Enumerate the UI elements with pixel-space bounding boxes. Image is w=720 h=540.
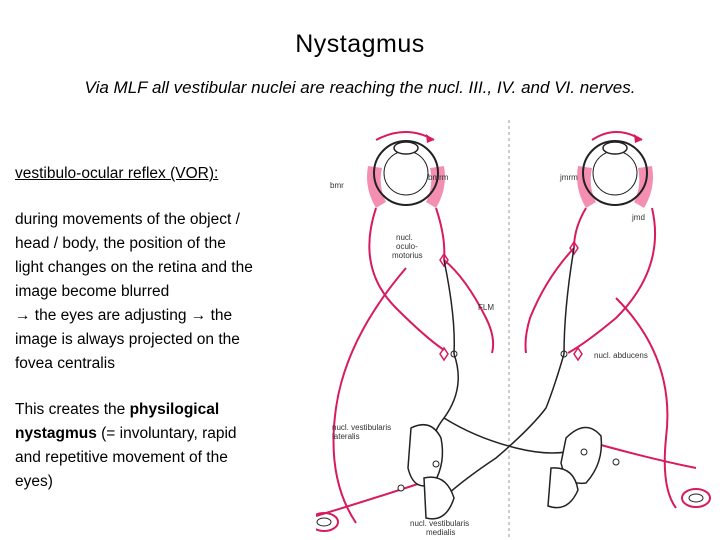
arrow-icon: → <box>190 307 207 324</box>
pathway <box>573 207 587 249</box>
pathway <box>447 353 565 495</box>
neuron-icon <box>432 460 440 468</box>
page-title: Nystagmus <box>295 30 425 58</box>
para1-text: the <box>206 307 233 324</box>
eyeball <box>582 140 648 206</box>
label-nucl-oculomotorius: nucl. <box>396 233 413 242</box>
arrow-head <box>634 134 642 143</box>
flm-pathways <box>431 247 582 495</box>
arrow-head <box>426 134 434 143</box>
pathway <box>368 207 445 351</box>
label-nucl-oculomotorius: motorius <box>392 251 423 260</box>
pathway <box>435 207 446 261</box>
eyeball-inner <box>592 150 638 196</box>
abducens-nuclei <box>439 346 583 362</box>
para2-line: nystagmus (= involuntary, rapid <box>15 422 315 446</box>
lens <box>602 141 628 155</box>
rotation-arrow <box>375 131 435 141</box>
vestibular-nuclei <box>397 423 620 520</box>
eyeball-inner <box>383 150 429 196</box>
vor-pathway-diagram: bmr bmrm jmrm jmd nucl. oculo- motorius … <box>316 120 711 538</box>
label-nucl-vest-med: medialis <box>426 528 455 537</box>
label-nucl-vest-med: nucl. vestibularis <box>410 519 469 528</box>
label-nucl-vest-lat: lateralis <box>332 432 360 441</box>
bold-term: physilogical <box>129 401 220 418</box>
label-bmr: bmr <box>330 181 344 190</box>
para1-line: image is always projected on the <box>15 331 240 348</box>
para1-line: → the eyes are adjusting → the <box>15 304 315 328</box>
label-nucl-abducens: nucl. abducens <box>594 351 648 360</box>
para1-line: head / body, the position of the <box>15 235 226 252</box>
motor-pathways <box>316 207 697 524</box>
pathway <box>332 267 407 524</box>
neuron-icon <box>612 458 620 466</box>
label-jmd: jmd <box>631 213 645 222</box>
nucleus-medialis <box>547 467 579 509</box>
lens <box>393 141 419 155</box>
para2-text: This creates the <box>15 401 130 418</box>
vestibular-organ <box>681 488 711 508</box>
left-eye <box>367 140 445 208</box>
para1-line: during movements of the object / <box>15 211 240 228</box>
arrow-icon: → <box>15 307 31 324</box>
page-subtitle: Via MLF all vestibular nuclei are reachi… <box>84 78 636 97</box>
para2-line: eyes) <box>15 473 53 490</box>
para2-text: (= involuntary, rapid <box>96 425 237 442</box>
para1-line: image become blurred <box>15 283 170 300</box>
eyeball <box>373 140 439 206</box>
label-nucl-oculomotorius: oculo- <box>396 242 418 251</box>
label-nucl-vest-lat: nucl. vestibularis <box>332 423 391 432</box>
right-eye <box>577 140 653 208</box>
neuron-icon <box>580 448 588 456</box>
nucleus-medialis <box>423 476 455 520</box>
pathway <box>443 259 456 355</box>
label-flm: FLM <box>478 303 494 312</box>
label-jmrm: jmrm <box>559 173 578 182</box>
label-bmrm: bmrm <box>428 173 449 182</box>
nucleus-lateralis <box>407 423 444 487</box>
neuron-icon <box>397 484 405 492</box>
vor-heading: vestibulo-ocular reflex (VOR): <box>15 165 219 182</box>
para2-line: This creates the physilogical <box>15 398 315 422</box>
vestibular-organ-inner <box>688 493 704 503</box>
neuron-icon <box>439 346 449 362</box>
vestibular-organ-inner <box>316 517 332 527</box>
pathway <box>563 247 575 355</box>
para1-line: light changes on the retina and the <box>15 259 253 276</box>
para2-line: and repetitive movement of the <box>15 449 228 466</box>
para1-line: fovea centralis <box>15 355 115 372</box>
pathway <box>443 417 582 454</box>
neuron-icon <box>573 346 583 362</box>
vestibular-organ <box>316 512 339 532</box>
pathway <box>567 207 656 354</box>
para1-text: the eyes are adjusting <box>30 307 191 324</box>
neuron-icon <box>439 252 449 268</box>
pathway <box>443 259 495 354</box>
body-text: vestibulo-ocular reflex (VOR): during mo… <box>15 162 315 494</box>
bold-term: nystagmus <box>15 425 97 442</box>
pathway <box>615 297 677 509</box>
pathway <box>524 247 575 354</box>
